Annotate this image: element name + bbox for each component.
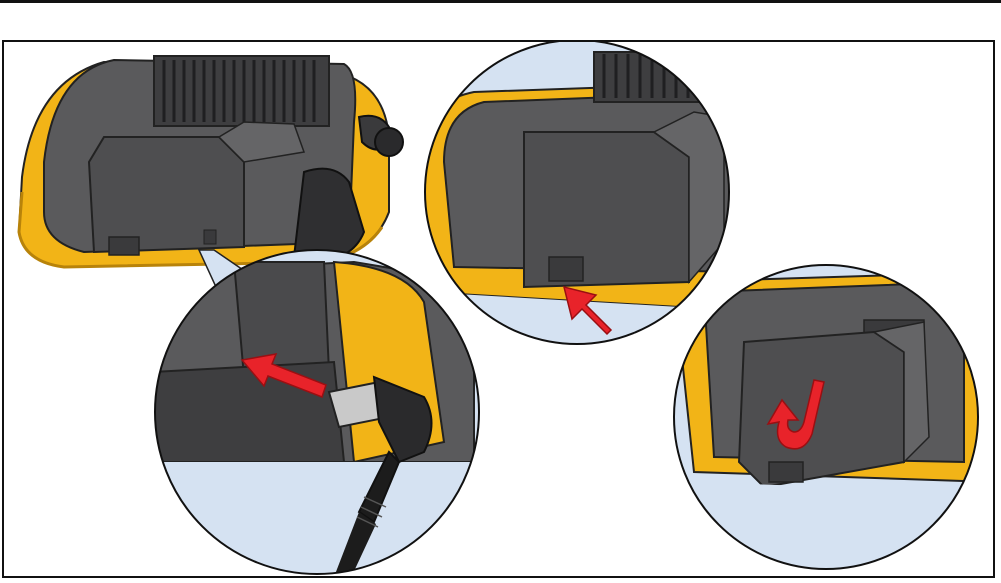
detail-push-latch <box>414 42 764 362</box>
battery-pack-rotated <box>739 322 929 487</box>
detail-rotate-battery <box>674 265 993 572</box>
battery-installation-illustration <box>4 42 993 576</box>
vent-grille <box>154 56 329 126</box>
header-rule <box>0 0 1001 3</box>
detail-plug-charger <box>154 250 479 576</box>
illustration-frame <box>2 40 995 578</box>
battery-pack <box>89 137 244 252</box>
